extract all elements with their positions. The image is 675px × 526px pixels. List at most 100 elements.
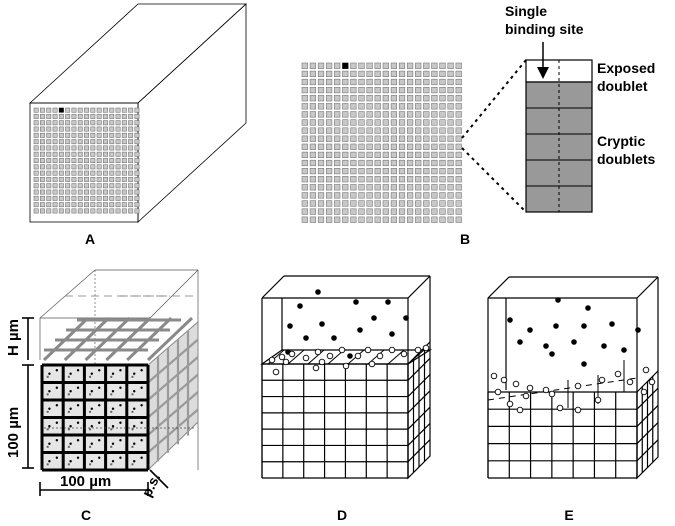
panel-b-square [423, 200, 430, 207]
cell-dot [69, 407, 72, 410]
cell-dot [55, 439, 59, 442]
panel-b-square [374, 151, 381, 159]
panel-b-marked-square [342, 62, 349, 69]
panel-a-square [33, 151, 39, 157]
panel-a-square [52, 202, 58, 208]
panel-b-square [317, 135, 325, 142]
panel-b-square [342, 87, 349, 94]
panel-a-square [109, 202, 115, 208]
panel-b-square [358, 95, 365, 102]
panel-a-square [71, 164, 77, 170]
panel-b-square [366, 151, 373, 159]
panel-a-square [84, 151, 90, 157]
panel-a-square [128, 132, 134, 138]
panel-a-square [52, 145, 58, 151]
pore-spacing-label: p.s. [138, 471, 163, 500]
panel-b-square [455, 192, 462, 199]
panel-b-square [358, 216, 365, 223]
panel-e-particles [490, 297, 656, 414]
panel-a-square [71, 189, 77, 195]
panel-a-square [77, 177, 83, 182]
panel-b-square [358, 87, 365, 94]
panel-a-square [96, 120, 102, 126]
panel-b-square [398, 127, 406, 134]
panel-b-square [423, 176, 430, 183]
filled-particle [319, 321, 325, 327]
panel-a-square [134, 208, 140, 214]
panel-a-square [71, 145, 77, 151]
open-particle [640, 388, 648, 396]
panel-b-square [366, 103, 373, 110]
cell-dot [133, 390, 136, 393]
panel-b-square [374, 159, 381, 167]
open-particle [648, 378, 656, 386]
filled-particle [303, 335, 309, 341]
panel-b-square [398, 208, 406, 215]
panel-b-square [374, 119, 381, 126]
panel-b-square [350, 135, 357, 142]
panel-c-top-grid [42, 316, 194, 362]
panel-a-square [46, 120, 52, 126]
panel-b-square [431, 200, 438, 207]
panel-a-square [77, 170, 83, 176]
panel-d-box [260, 275, 433, 480]
panel-b-square [317, 127, 325, 134]
panel-a-face-grid [33, 107, 140, 214]
open-particle [548, 390, 556, 398]
panel-a-square [39, 107, 45, 113]
panel-b-square [431, 78, 438, 86]
open-particle [302, 354, 310, 362]
panel-a-square [109, 164, 115, 170]
panel-b-square [350, 176, 357, 183]
panel-b-square [309, 168, 317, 175]
cell-square [110, 463, 113, 466]
panel-b-square [366, 159, 373, 167]
panel-b-square [431, 143, 438, 150]
panel-b-square [447, 78, 454, 86]
panel-a-square [77, 145, 83, 151]
panel-a-square [121, 151, 127, 157]
cell-dot [111, 407, 115, 410]
panel-a-square [121, 114, 127, 119]
panel-a-square [134, 195, 140, 201]
panel-a-square [134, 114, 140, 119]
panel-a-square [33, 164, 39, 170]
panel-b-square [447, 127, 454, 134]
panel-b-square [390, 192, 398, 199]
doublet-column [525, 59, 593, 213]
panel-a-square [103, 164, 108, 170]
panel-b-square [382, 176, 389, 183]
panel-b-square [423, 216, 430, 223]
panel-a-square [77, 120, 83, 126]
panel-b-square [382, 143, 389, 150]
cell-dot [140, 369, 143, 372]
open-particle [414, 346, 422, 354]
open-particle [338, 346, 346, 354]
panel-b-square [455, 168, 462, 175]
panel-b-square [431, 151, 438, 159]
panel-b-square [382, 103, 389, 110]
panel-b-square [415, 119, 422, 126]
panel-b-square [350, 78, 357, 86]
panel-a-square [90, 132, 96, 138]
filled-particle [353, 299, 359, 305]
filled-particle [635, 327, 641, 333]
panel-a-square [71, 183, 77, 189]
panel-a-square [134, 126, 140, 132]
panel-b-square [358, 135, 365, 142]
cell-square [110, 393, 113, 396]
panel-b-square [423, 159, 430, 167]
panel-b-square [350, 127, 357, 134]
panel-b-square [406, 208, 414, 215]
panel-b-square [358, 159, 365, 167]
filled-particle [555, 297, 561, 303]
panel-b-square [439, 208, 446, 215]
panel-b-square [415, 87, 422, 94]
panel-a-square [128, 202, 134, 208]
panel-a-square [58, 151, 64, 157]
open-particle [288, 350, 296, 358]
panel-a-square [134, 170, 140, 176]
panel-b-square [317, 176, 325, 183]
panel-a-square [103, 132, 108, 138]
panel-a-square [65, 195, 71, 201]
